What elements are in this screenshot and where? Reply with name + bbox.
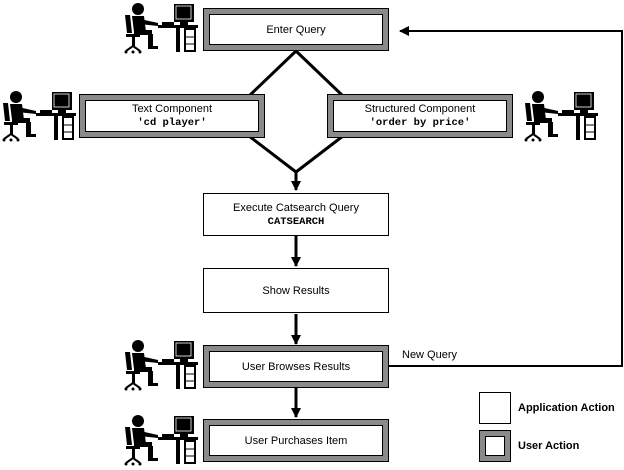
execute-query-node: Execute Catsearch Query CATSEARCH	[203, 193, 389, 236]
user-browses-node: User Browses Results	[203, 345, 389, 388]
legend-application-label: Application Action	[518, 402, 615, 414]
enter-query-node: Enter Query	[203, 8, 389, 51]
user-purchases-node: User Purchases Item	[203, 419, 389, 462]
join-left-line	[248, 134, 297, 174]
structured-component-node: Structured Component 'order by price'	[327, 94, 513, 138]
new-query-label: New Query	[402, 349, 458, 361]
text-component-label: Text Component	[131, 103, 213, 115]
structured-component-label: Structured Component	[364, 103, 476, 115]
execute-query-label: Execute Catsearch Query	[233, 201, 359, 214]
legend-user-swatch	[479, 430, 511, 462]
text-component-value: 'cd player'	[137, 117, 207, 129]
legend-application-swatch	[479, 392, 511, 424]
show-results-node: Show Results	[203, 268, 389, 313]
person-at-computer-icon	[123, 414, 198, 467]
join-right-line	[295, 134, 344, 174]
show-results-label: Show Results	[262, 284, 330, 297]
person-at-computer-icon	[123, 2, 198, 55]
enter-query-label: Enter Query	[266, 23, 326, 36]
user-purchases-label: User Purchases Item	[244, 434, 348, 447]
execute-query-value: CATSEARCH	[267, 215, 325, 228]
person-at-computer-icon	[1, 90, 76, 143]
person-at-computer-icon	[123, 339, 198, 392]
text-component-node: Text Component 'cd player'	[79, 94, 265, 138]
structured-component-value: 'order by price'	[369, 117, 471, 129]
new-query-loop-line	[388, 26, 623, 367]
split-right-line	[294, 49, 345, 98]
split-left-line	[247, 49, 298, 98]
user-browses-label: User Browses Results	[241, 360, 351, 373]
legend-user-label: User Action	[518, 440, 580, 452]
person-at-computer-icon	[523, 90, 598, 143]
